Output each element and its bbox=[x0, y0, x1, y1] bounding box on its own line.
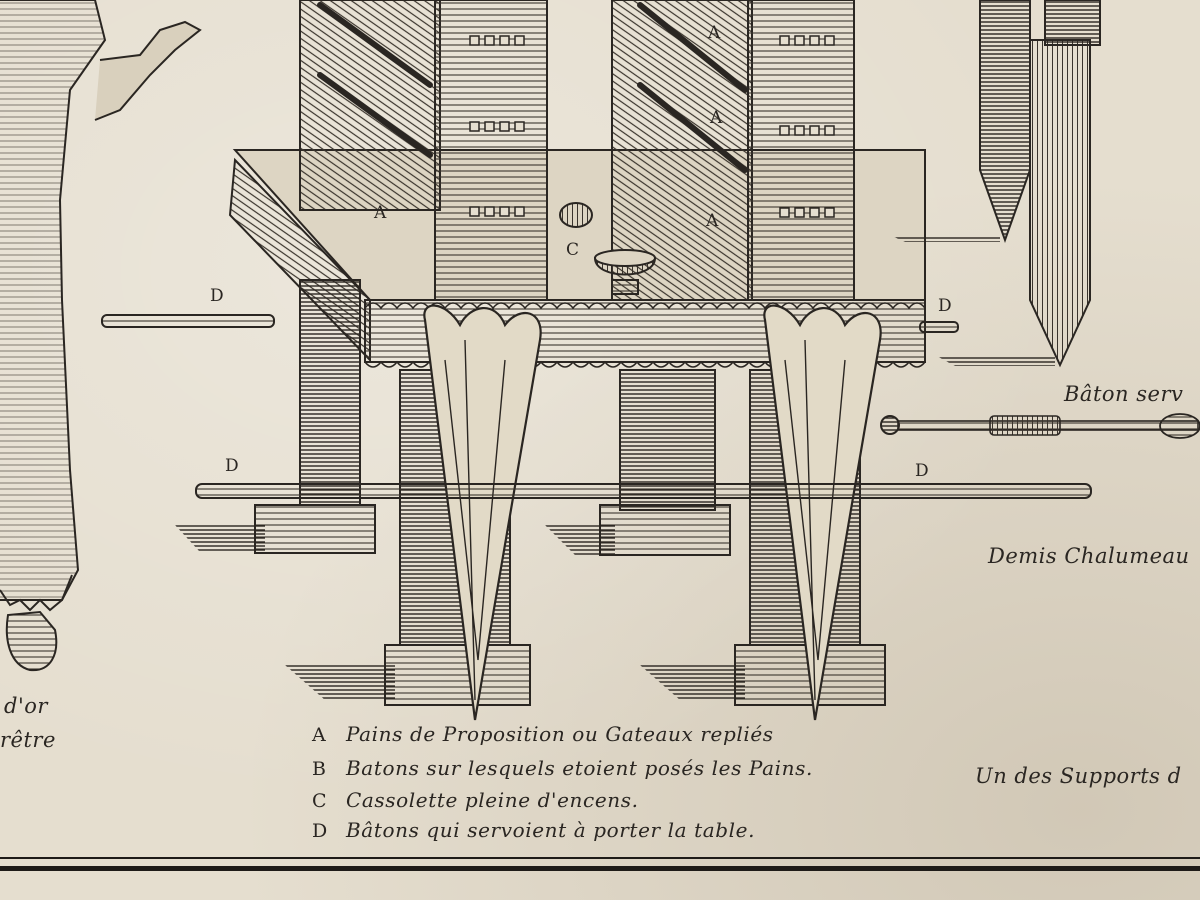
legend-text: Pains de Proposition ou Gateaux repliés bbox=[346, 722, 774, 746]
left-caption-line1: d'or bbox=[4, 694, 48, 718]
callout-d-lower-right: D bbox=[915, 461, 929, 481]
censer bbox=[559, 202, 657, 295]
left-caption-line2: rêtre bbox=[0, 728, 56, 752]
priest-figure bbox=[0, 0, 202, 672]
carrying-poles bbox=[101, 314, 1092, 499]
legend-key: B bbox=[312, 758, 326, 780]
right-caption-supports: Un des Supports d bbox=[975, 764, 1182, 788]
legend-text: Cassolette pleine d'encens. bbox=[346, 788, 639, 812]
acanthus-supports bbox=[423, 304, 882, 721]
legend-key: C bbox=[312, 790, 327, 812]
callout-a-right-top: A bbox=[708, 23, 721, 43]
legend-key: A bbox=[312, 724, 326, 746]
right-caption-demis: Demis Chalumeau bbox=[988, 544, 1190, 568]
callout-d-upper-right: D bbox=[938, 296, 952, 316]
border-rule-thick bbox=[0, 866, 1200, 871]
callout-d-upper-left: D bbox=[210, 286, 224, 306]
legend-row-d: D Bâtons qui servoient à porter la table. bbox=[312, 818, 755, 842]
legend-key: D bbox=[312, 820, 328, 842]
legend-row-a: A Pains de Proposition ou Gateaux repliés bbox=[312, 722, 774, 746]
callout-a-left: A bbox=[374, 203, 387, 223]
callout-a-right-mid: A bbox=[710, 108, 723, 128]
legend-text: Bâtons qui servoient à porter la table. bbox=[346, 818, 756, 842]
legend-row-c: C Cassolette pleine d'encens. bbox=[312, 788, 639, 812]
legend-text: Batons sur lesquels etoient posés les Pa… bbox=[346, 756, 813, 780]
callout-a-right-low: A bbox=[706, 211, 719, 231]
right-caption-baton: Bâton serv bbox=[1064, 382, 1184, 406]
right-side-tools bbox=[880, 0, 1200, 439]
legend-row-b: B Batons sur lesquels etoient posés les P… bbox=[312, 756, 813, 780]
callout-d-lower-left: D bbox=[225, 456, 239, 476]
callout-c: C bbox=[566, 240, 580, 260]
border-rule-thin bbox=[0, 857, 1200, 859]
